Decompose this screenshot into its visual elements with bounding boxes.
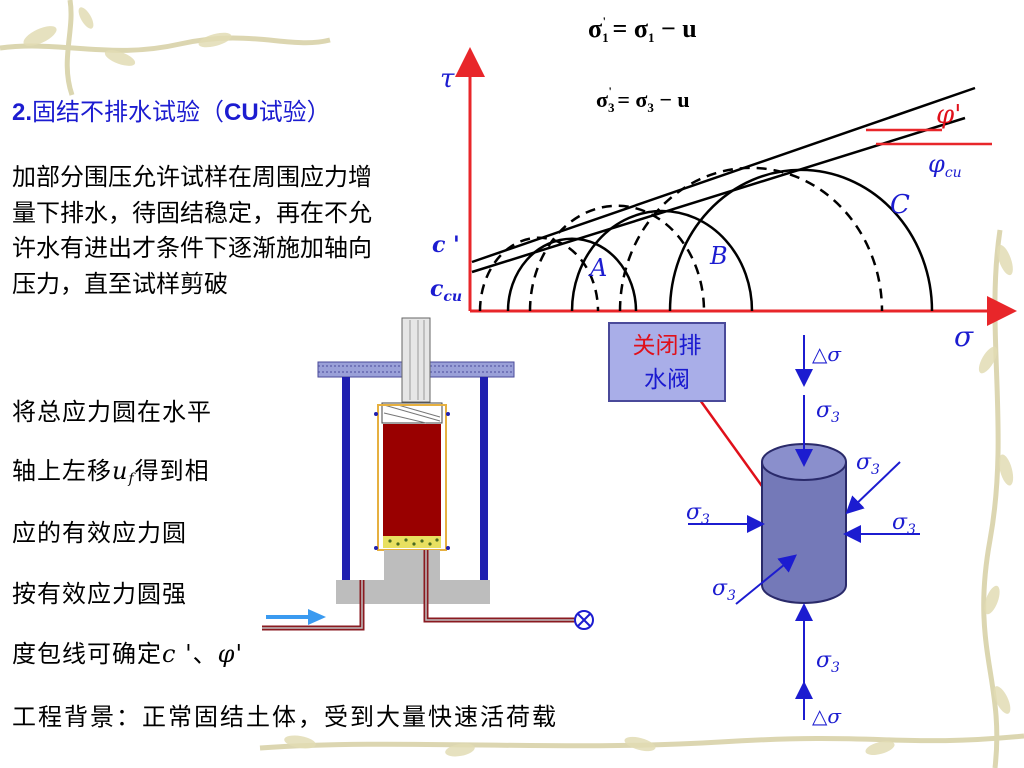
circle-a-label: A	[590, 254, 608, 282]
left-rod	[342, 377, 350, 582]
delta-sigma-bottom-label: △σ	[812, 704, 842, 728]
pedestal	[384, 550, 440, 580]
specimen-cylinder	[761, 462, 847, 604]
porous-stone	[383, 536, 441, 548]
circle-a-effective	[478, 236, 600, 312]
formula-sigma3: σ3' = σ3 − u	[596, 84, 690, 115]
explanation-line-3: 应的有效应力圆	[12, 519, 187, 547]
close-drain-valve-callout: 关闭排水阀	[608, 322, 726, 402]
valve-pointer	[698, 399, 774, 501]
drain-valve-icon[interactable]	[574, 610, 594, 630]
circle-b-total	[570, 209, 754, 312]
test-description: 加部分围压允许试样在周围应力增量下排水，待固结稳定，再在不允许水有进出才条件下逐…	[12, 163, 372, 298]
circle-c-total	[668, 168, 934, 312]
sigma3-left-label: σ3	[686, 500, 710, 528]
sigma3-right-label: σ3	[892, 510, 916, 538]
loading-piston	[401, 317, 431, 403]
slide-title: 2.固结不排水试验（CU试验）	[12, 98, 331, 126]
sigma-axis-label: σ	[954, 320, 974, 353]
sigma3-lower-left-label: σ3	[712, 576, 736, 604]
tau-label: τ	[440, 64, 455, 94]
c-prime-label: c '	[432, 232, 460, 258]
soil-sample	[383, 424, 441, 536]
explanation-line-2: 轴上左移uf得到相	[12, 457, 210, 487]
phi-prime-label: φ'	[936, 100, 962, 130]
phi-cu-label: φcu	[928, 150, 962, 181]
sigma3-bottom-label: σ3	[816, 648, 840, 676]
engineering-background: 工程背景：正常固结土体，受到大量快速活荷载	[12, 703, 558, 731]
formula-sigma1: σ1' = σ1 − u	[588, 14, 697, 45]
circle-c-effective	[618, 166, 884, 312]
sigma3-top-label: σ3	[816, 398, 840, 426]
sigma3-upper-right-label: σ3	[856, 450, 880, 478]
explanation-line-1: 将总应力圆在水平	[12, 398, 212, 426]
circle-a-total	[506, 237, 638, 312]
right-rod	[480, 377, 488, 582]
explanation-line-5: 度包线可确定c '、φ'	[12, 640, 244, 668]
explanation-line-4: 按有效应力圆强	[12, 580, 187, 608]
effective-envelope	[471, 86, 976, 264]
c-cu-label: ccu	[430, 276, 463, 305]
circle-b-label: B	[710, 242, 728, 270]
circle-c-label: C	[890, 190, 910, 220]
delta-sigma-top-label: △σ	[812, 342, 842, 366]
base-plate	[336, 580, 490, 604]
